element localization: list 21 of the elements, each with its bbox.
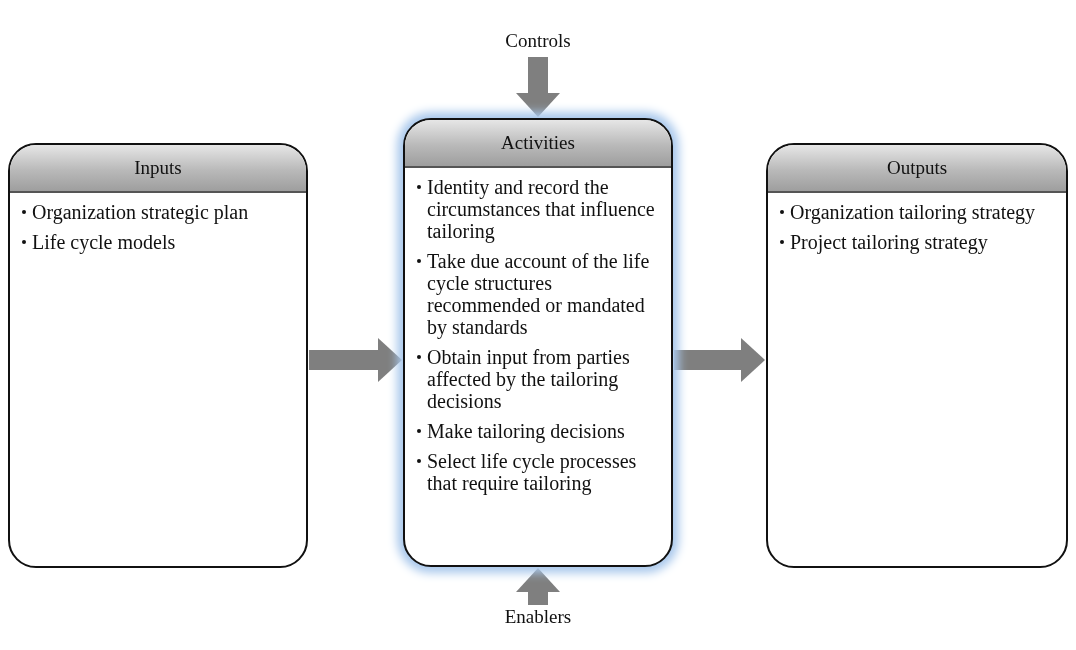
bullet-text: Identity and record the circumstances that influence tailoring — [427, 176, 655, 242]
node-label: Enablers — [488, 606, 588, 632]
bullet-text: Organization tailoring strategy — [790, 201, 1037, 223]
block-arrow — [516, 568, 560, 605]
bullet-text: Life cycle models — [32, 231, 177, 253]
box-heading: Outputs — [768, 145, 1066, 193]
box-heading: Inputs — [10, 145, 306, 193]
node-label: Controls — [488, 30, 588, 56]
process-box — [766, 143, 1068, 568]
bullet-text: Obtain input from parties affected by the tailoring decisions — [427, 346, 631, 412]
bullet-text: Select life cycle processes that require tailoring — [427, 450, 638, 494]
process-box — [403, 118, 673, 567]
block-arrow — [309, 338, 402, 382]
process-box — [8, 143, 308, 568]
block-arrow — [516, 57, 560, 117]
bullet-text: Organization strategic plan — [32, 201, 250, 223]
bullet-text: Take due account of the life cycle structures recommended or mandated by standards — [427, 250, 651, 338]
bullet-text: Project tailoring strategy — [790, 231, 989, 253]
box-heading: Activities — [405, 120, 671, 168]
block-arrow — [674, 338, 765, 382]
bullet-text: Make tailoring decisions — [427, 420, 626, 442]
